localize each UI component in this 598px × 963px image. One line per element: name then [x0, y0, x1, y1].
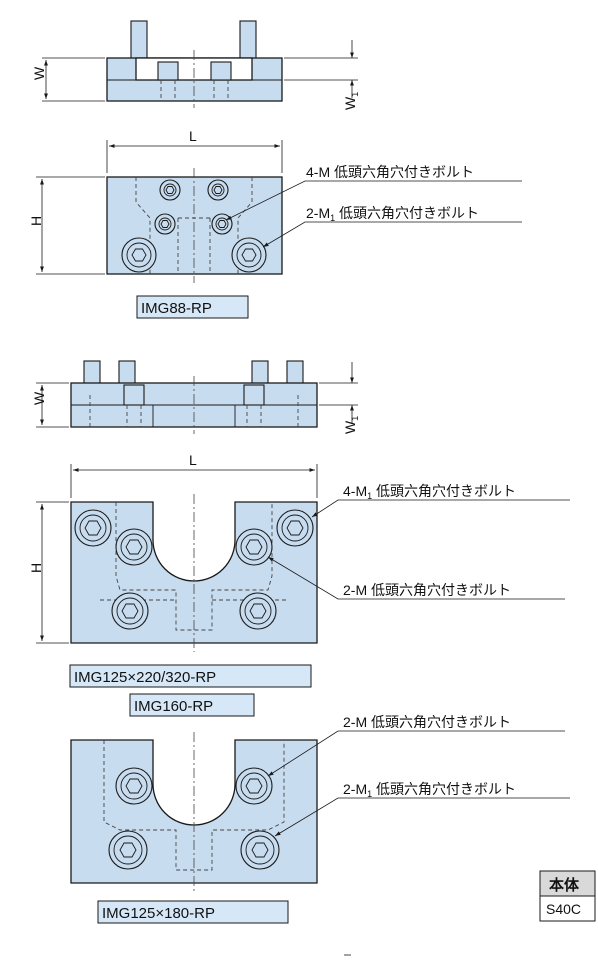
model-tag-img88	[136, 295, 249, 319]
callout-fig1-bolts-m: 4-M 低頭六角穴付きボルト	[306, 164, 474, 180]
bolt-socket-icon	[240, 830, 280, 870]
material-table	[539, 870, 596, 922]
bolt-socket-icon	[115, 767, 153, 805]
model-tag-img125-220-320	[69, 664, 312, 688]
model-tag-img125-220-320-label: IMG125×220/320-RP	[74, 669, 216, 686]
fig2-top-view	[36, 464, 570, 652]
dim-L-label: L	[189, 452, 197, 468]
dim-W1-label: W1	[342, 92, 360, 110]
dim-W-label: W	[31, 391, 47, 405]
callout-fig2-bolts-m: 2-M 低頭六角穴付きボルト	[343, 582, 511, 598]
callout-fig3-bolts-m1: 2-M1 低頭六角穴付きボルト	[343, 781, 516, 799]
bolt-socket-icon	[115, 528, 153, 566]
material-table-header: 本体	[549, 876, 580, 894]
model-tag-img125-180	[97, 900, 289, 924]
model-tag-img88-label: IMG88-RP	[141, 300, 212, 317]
dim-H-label: H	[28, 216, 44, 226]
bolt-socket-icon	[159, 179, 181, 201]
bolt-shank	[130, 20, 148, 62]
model-tag-img160	[129, 693, 255, 717]
model-tag-img125-180-label: IMG125×180-RP	[102, 905, 215, 922]
dim-H-label: H	[28, 563, 44, 573]
fig2-side-view	[36, 360, 358, 434]
material-table-value: S40C	[546, 901, 581, 917]
fig1-side-view	[42, 20, 358, 108]
fig3-top-view	[70, 730, 570, 892]
bolt-socket-icon	[276, 509, 314, 547]
bolt-head	[210, 61, 232, 81]
bolt-socket-icon	[235, 767, 273, 805]
bolt-shank	[239, 20, 257, 62]
dim-L-label: L	[189, 128, 197, 144]
bolt-socket-icon	[231, 237, 267, 273]
bolt-socket-icon	[239, 592, 277, 630]
bolt-socket-icon	[211, 213, 233, 235]
dim-W1-label: W1	[342, 416, 360, 434]
bolt-socket-icon	[74, 509, 112, 547]
callout-fig3-bolts-m: 2-M 低頭六角穴付きボルト	[343, 714, 511, 730]
bolt-socket-icon	[111, 592, 149, 630]
bolt-head	[157, 61, 179, 81]
bolt-socket-icon	[154, 213, 176, 235]
bolt-socket-icon	[108, 830, 148, 870]
callout-fig2-bolts-m1: 4-M1 低頭六角穴付きボルト	[343, 483, 516, 501]
dim-W-label: W	[31, 66, 47, 80]
model-tag-img160-label: IMG160-RP	[134, 698, 213, 715]
bolt-socket-icon	[207, 179, 229, 201]
callout-fig1-bolts-m1: 2-M1 低頭六角穴付きボルト	[306, 205, 479, 223]
fig1-top-view	[36, 140, 522, 283]
bolt-socket-icon	[121, 237, 157, 273]
bolt-socket-icon	[235, 528, 273, 566]
